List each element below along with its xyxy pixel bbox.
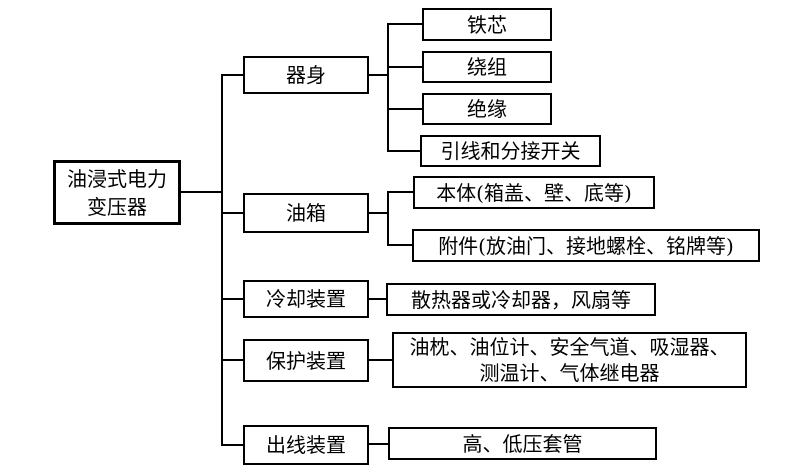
node-baohu-label: 保护装置 bbox=[266, 348, 346, 373]
connector-to-benti bbox=[387, 191, 413, 193]
connector-branch-baohu bbox=[221, 359, 245, 361]
node-baohu-zhuangzhi: 保护装置 bbox=[243, 339, 369, 382]
connector-youxiang-subtrunk bbox=[387, 191, 389, 246]
connector-root-to-trunk bbox=[181, 191, 223, 193]
node-sanreqi: 散热器或冷却器，风扇等 bbox=[386, 283, 656, 316]
connector-main-trunk bbox=[221, 75, 223, 446]
connector-youxiang-stub bbox=[369, 212, 389, 214]
node-root-label: 油浸式电力变压器 bbox=[67, 166, 167, 219]
node-youxiang-label: 油箱 bbox=[286, 201, 326, 225]
node-benti-label: 本体(箱盖、壁、底等) bbox=[436, 180, 632, 205]
node-jueyuan: 绝缘 bbox=[422, 93, 552, 125]
node-tiexin: 铁芯 bbox=[422, 8, 552, 41]
node-youxiang: 油箱 bbox=[243, 193, 369, 233]
connector-branch-chuxian bbox=[221, 444, 245, 446]
node-tiexin-label: 铁芯 bbox=[467, 12, 507, 37]
node-sanreqi-label: 散热器或冷却器，风扇等 bbox=[411, 287, 631, 312]
node-chuxian-label: 出线装置 bbox=[266, 433, 346, 457]
node-lengque-label: 冷却装置 bbox=[266, 287, 346, 311]
connector-chuxian-stub bbox=[369, 443, 388, 445]
node-baohu-parts: 油枕、油位计、安全气道、吸湿器、测温计、气体继电器 bbox=[392, 332, 747, 388]
connector-qishen-stub bbox=[369, 74, 389, 76]
connector-to-yinxian bbox=[387, 150, 420, 152]
connector-to-tiexin bbox=[387, 23, 422, 25]
node-chuxian-zhuangzhi: 出线装置 bbox=[243, 425, 369, 465]
node-yinxian-label: 引线和分接开关 bbox=[440, 139, 581, 163]
node-raozu: 绕组 bbox=[422, 51, 552, 83]
connector-baohu-stub bbox=[369, 359, 392, 361]
node-qishen-label: 器身 bbox=[286, 63, 326, 87]
node-root-transformer: 油浸式电力变压器 bbox=[53, 160, 181, 225]
connector-branch-qishen bbox=[221, 74, 245, 76]
node-taoguan-label: 高、低压套管 bbox=[462, 431, 583, 456]
connector-to-fujian bbox=[387, 244, 412, 246]
connector-lengque-stub bbox=[369, 298, 386, 300]
node-taoguan: 高、低压套管 bbox=[388, 427, 657, 460]
node-benti: 本体(箱盖、壁、底等) bbox=[413, 176, 655, 209]
connector-to-raozu bbox=[387, 66, 422, 68]
connector-branch-youxiang bbox=[221, 212, 245, 214]
node-jueyuan-label: 绝缘 bbox=[467, 97, 507, 121]
node-lengque-zhuangzhi: 冷却装置 bbox=[243, 280, 369, 318]
node-raozu-label: 绕组 bbox=[467, 55, 507, 79]
node-fujian: 附件(放油门、接地螺栓、铭牌等) bbox=[412, 229, 760, 262]
node-qishen: 器身 bbox=[243, 56, 369, 94]
node-yinxian-fenjie-kaiguan: 引线和分接开关 bbox=[420, 135, 601, 167]
connector-to-jueyuan bbox=[387, 108, 422, 110]
connector-branch-lengque bbox=[221, 298, 245, 300]
node-fujian-label: 附件(放油门、接地螺栓、铭牌等) bbox=[438, 233, 734, 258]
connector-qishen-subtrunk bbox=[387, 23, 389, 152]
node-baohu-parts-label: 油枕、油位计、安全气道、吸湿器、测温计、气体继电器 bbox=[409, 335, 730, 385]
